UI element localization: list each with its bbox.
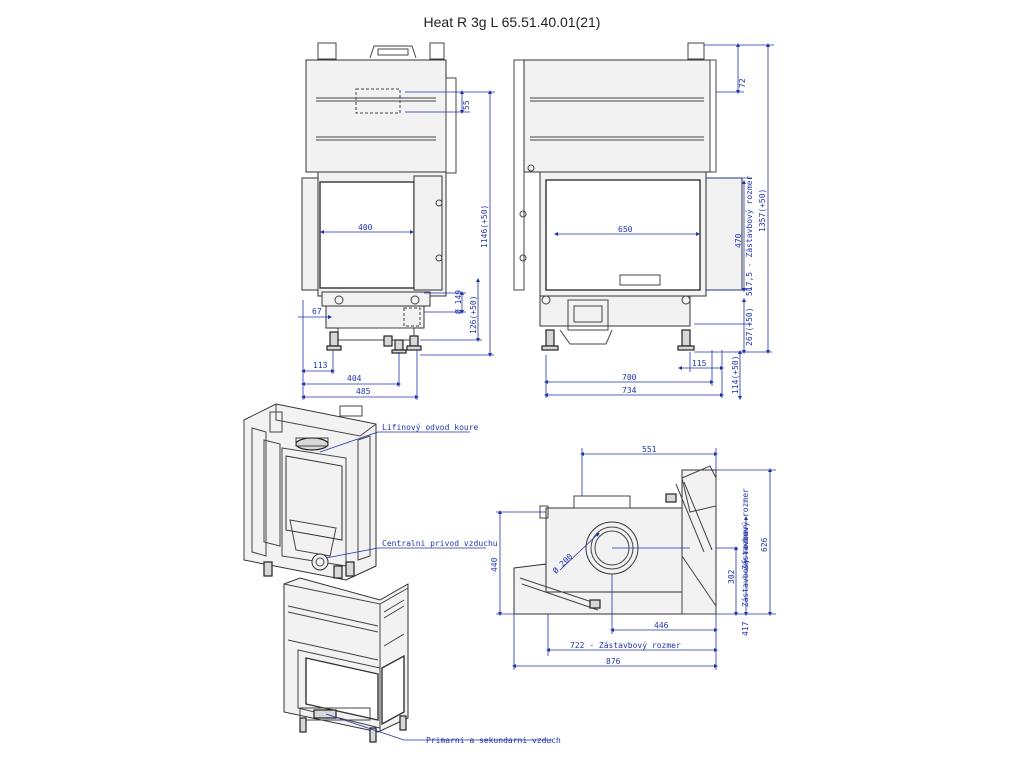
front-view: 400 55 1146(+50) Ø 149 126(+50) 67 113 4…: [298, 42, 495, 400]
dim-470: 470: [734, 233, 743, 248]
side-view: 650 72 470 517,5 - Zástavbový rozmer 135…: [513, 42, 774, 400]
label-primary-air: Primarni a sekundarni vzduch: [426, 736, 561, 745]
hidden-flue-outline: [355, 88, 401, 114]
dim-126: 126(+50): [469, 295, 478, 334]
dim-650: 650: [618, 225, 633, 234]
dim-700: 700: [622, 373, 637, 382]
dim-417: 417 - Zástavbový rozmer: [741, 525, 750, 636]
dim-72: 72: [738, 78, 747, 88]
dim-114: 114(+50): [731, 355, 740, 394]
dim-517: 517,5 - Zástavbový rozmer: [745, 175, 754, 296]
dim-1357: 1357(+50): [758, 189, 767, 232]
dim-67: 67: [312, 307, 322, 316]
dim-626: 626: [760, 537, 769, 552]
dim-734: 734: [622, 386, 637, 395]
label-flue: Lifinový odvod koure: [382, 423, 479, 432]
dim-722: 722 - Zástavbový rozmer: [570, 641, 681, 650]
dim-267: 267(+50): [745, 307, 754, 346]
iso-air-inlet: [311, 553, 329, 571]
iso-view-back: Lifinový odvod koure Centralni privod vz…: [243, 403, 498, 581]
dim-302: 302: [727, 569, 736, 584]
dim-1146: 1146(+50): [480, 205, 489, 248]
dim-485: 485: [356, 387, 371, 396]
dim-149: Ø 149: [453, 290, 463, 314]
label-central-air: Centralni privod vzduchu: [382, 539, 498, 548]
plan-view: 551 440 Ø 200 626 Zástavbový rozmer 302 …: [490, 445, 776, 670]
dim-400: 400: [358, 223, 373, 232]
dim-115: 115: [692, 359, 707, 368]
front-glass: [319, 181, 415, 289]
side-upper-body: [523, 59, 711, 173]
front-upper-body: [305, 59, 447, 173]
iso-air-control: [313, 709, 337, 719]
top-handle-left: [317, 42, 337, 60]
iso-flue-collar: [295, 437, 329, 451]
drawing-title: Heat R 3g L 65.51.40.01(21): [423, 14, 601, 30]
dim-404: 404: [347, 374, 362, 383]
dim-55: 55: [462, 100, 471, 110]
dim-876: 876: [606, 657, 621, 666]
dim-446: 446: [654, 621, 669, 630]
top-handle-center: [369, 45, 417, 59]
iso-view-front: Primarni a sekundarni vzduch: [283, 577, 561, 745]
dim-440: 440: [490, 557, 499, 572]
side-glass: [545, 179, 701, 291]
dim-113: 113: [313, 361, 328, 370]
dim-551: 551: [642, 445, 657, 454]
